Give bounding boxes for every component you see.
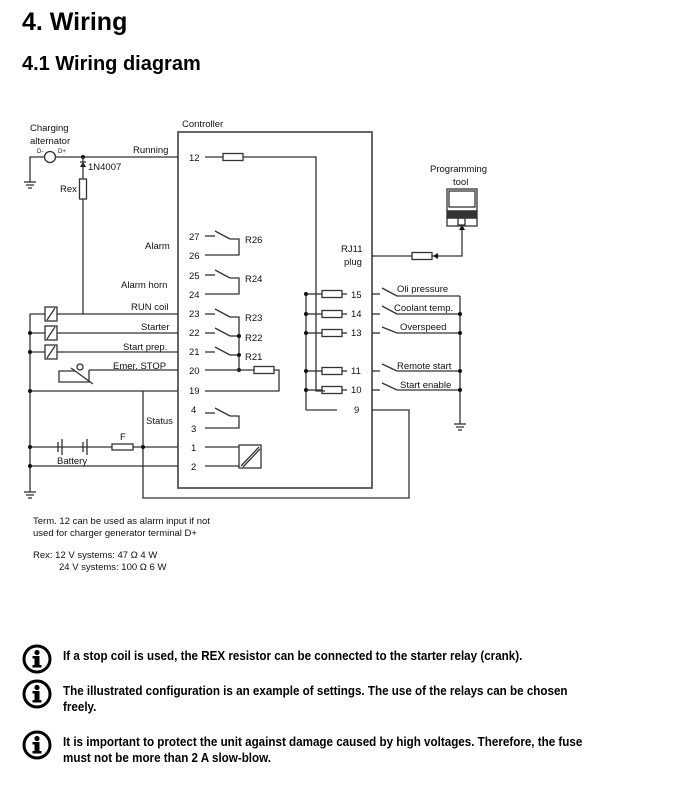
terminal-23: 23 — [189, 309, 200, 320]
start-prep-coil-icon — [44, 344, 58, 360]
input-coolant-temp: Coolant temp. — [394, 303, 453, 314]
terminal-26: 26 — [189, 251, 200, 262]
controller-label: Controller — [182, 119, 223, 130]
battery-label: Battery — [57, 456, 87, 467]
terminal-11: 11 — [351, 366, 361, 377]
relay-r26: R26 — [245, 235, 262, 246]
starter-coil-icon — [44, 325, 58, 341]
rj11-label-1: RJ11 — [341, 244, 362, 255]
run-coil-label: RUN coil — [131, 302, 168, 313]
info-icon — [22, 730, 52, 760]
info-icon — [22, 644, 52, 674]
ground-icon — [24, 181, 36, 189]
terminal-9: 9 — [354, 405, 359, 416]
info-note-2: The illustrated configuration is an exam… — [22, 679, 633, 715]
start-prep-label: Start prep. — [123, 342, 167, 353]
ground-icon — [24, 491, 36, 499]
terminal-12: 12 — [189, 153, 200, 164]
terminal-20: 20 — [189, 366, 200, 377]
programming-tool-label-2: tool — [453, 177, 468, 188]
rex-12v-note: Rex: 12 V systems: 47 Ω 4 W — [33, 550, 158, 561]
terminal-15: 15 — [351, 290, 362, 301]
terminal-13: 13 — [351, 328, 362, 339]
input-resistors — [306, 289, 347, 395]
programming-tool-label-1: Programming — [430, 164, 487, 175]
relay-r22: R22 — [245, 333, 262, 344]
terminal-2: 2 — [191, 462, 196, 473]
emer-stop-label: Emer. STOP — [113, 361, 166, 372]
alternator-symbol — [43, 150, 57, 164]
rex-resistor — [78, 178, 88, 200]
terminal-1: 1 — [191, 443, 196, 454]
info-note-text: The illustrated configuration is an exam… — [63, 684, 568, 714]
terminal-4: 4 — [191, 405, 196, 416]
input-switches — [372, 287, 461, 424]
alarm-label: Alarm — [145, 241, 170, 252]
terminal-24: 24 — [189, 290, 200, 301]
diagram-notes: Term. 12 can be used as alarm input if n… — [33, 516, 210, 584]
alternator-label-2: alternator — [30, 136, 70, 147]
running-label: Running — [133, 145, 168, 156]
relay-r21: R21 — [245, 352, 262, 363]
laptop-icon — [446, 188, 478, 227]
info-note-text: It is important to protect the unit agai… — [63, 735, 583, 765]
page-heading: 4. Wiring — [22, 8, 128, 36]
terminal-21: 21 — [189, 347, 200, 358]
status-label: Status — [146, 416, 173, 427]
rex-24v-note: 24 V systems: 100 Ω 6 W — [59, 562, 167, 573]
terminal-27: 27 — [189, 232, 200, 243]
info-icon — [22, 679, 52, 709]
wiring-diagram: Controller Charging alternator D- D+ Run… — [24, 119, 487, 499]
fuse-icon — [111, 443, 134, 451]
input-oil-pressure: Oli pressure — [397, 284, 448, 295]
terminal-22: 22 — [189, 328, 200, 339]
info-note-text: If a stop coil is used, the REX resistor… — [63, 649, 523, 663]
rj11-label-2: plug — [344, 257, 362, 268]
fuse-label: F — [120, 432, 126, 443]
input-overspeed: Overspeed — [400, 322, 446, 333]
alt-terminal-plus: D+ — [58, 149, 66, 155]
starter-label: Starter — [141, 322, 170, 333]
info-note-1: If a stop coil is used, the REX resistor… — [22, 644, 633, 674]
run-coil-icon — [44, 306, 58, 322]
terminal-10: 10 — [351, 385, 362, 396]
terminal-19: 19 — [189, 386, 200, 397]
rex-label: Rex — [60, 184, 77, 195]
input-start-enable: Start enable — [400, 380, 451, 391]
alternator-label-1: Charging — [30, 123, 69, 134]
power-supply-symbol — [238, 444, 262, 469]
ground-icon — [454, 423, 466, 431]
emergency-stop-icon — [58, 363, 178, 385]
battery-icon — [57, 439, 88, 455]
controller-box — [177, 131, 373, 489]
relay-r24: R24 — [245, 274, 262, 285]
term12-note-2: used for charger generator terminal D+ — [33, 528, 197, 539]
diode-label: 1N4007 — [88, 162, 121, 173]
info-note-3: It is important to protect the unit agai… — [22, 730, 633, 766]
input-remote-start: Remote start — [397, 361, 452, 372]
section-heading: 4.1 Wiring diagram — [22, 53, 201, 75]
terminal-3: 3 — [191, 424, 196, 435]
terminal-14: 14 — [351, 309, 362, 320]
terminal-25: 25 — [189, 271, 200, 282]
alarm-horn-label: Alarm horn — [121, 280, 167, 291]
alt-terminal-minus: D- — [37, 149, 43, 155]
term12-note-1: Term. 12 can be used as alarm input if n… — [33, 516, 210, 527]
relay-r23: R23 — [245, 313, 262, 324]
